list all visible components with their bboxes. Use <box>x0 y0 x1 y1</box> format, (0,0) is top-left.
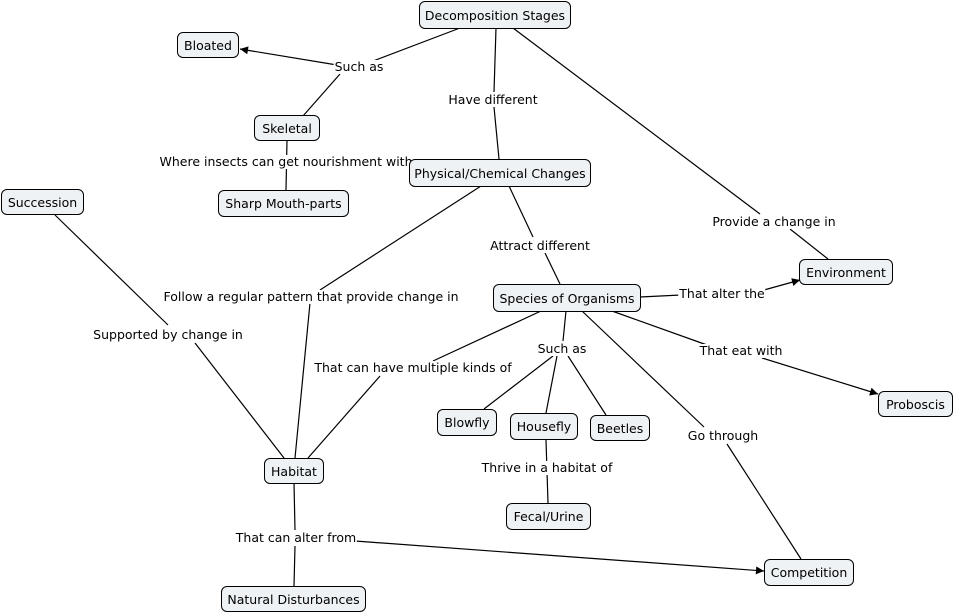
node-skeletal[interactable]: Skeletal <box>254 115 320 141</box>
edge-physical-follow <box>319 185 482 291</box>
edge-eat-proboscis <box>761 357 879 396</box>
node-beetles[interactable]: Beetles <box>590 415 650 441</box>
node-species-of-organisms[interactable]: Species of Organisms <box>493 284 641 312</box>
edge-suchas2-beetles <box>567 355 607 416</box>
edge-multiple-habitat <box>307 375 381 459</box>
link-provide-change: Provide a change in <box>711 214 837 229</box>
link-thrive: Thrive in a habitat of <box>480 460 614 475</box>
node-natural-disturbances[interactable]: Natural Disturbances <box>221 586 366 612</box>
link-follow-pattern: Follow a regular pattern that provide ch… <box>162 289 460 304</box>
edge-gothrough-competition <box>726 443 802 560</box>
edge-suchas-skeletal <box>302 73 341 117</box>
node-housefly[interactable]: Housefly <box>510 413 578 440</box>
edge-havediff-physical <box>493 106 500 160</box>
edge-follow-habitat <box>294 302 311 459</box>
edge-decomp-provide <box>512 27 761 215</box>
edge-provide-environment <box>789 228 829 260</box>
node-decomposition-stages[interactable]: Decomposition Stages <box>419 1 571 29</box>
node-succession[interactable]: Succession <box>1 189 84 215</box>
edge-attract-species <box>544 252 561 285</box>
link-alter-from: That can alter from <box>234 530 358 545</box>
node-sharp-mouth-parts[interactable]: Sharp Mouth-parts <box>218 190 349 217</box>
link-where-insects: Where insects can get nourishment with <box>158 154 414 169</box>
link-that-eat-with: That eat with <box>698 343 784 358</box>
link-such-as-2: Such as <box>536 341 588 356</box>
edge-suchas-bloated <box>239 46 338 66</box>
edge-alter-environment <box>763 278 801 291</box>
edge-alterfrom-competition <box>354 540 765 575</box>
edge-supported-habitat <box>194 342 285 459</box>
edge-species-suchas2 <box>562 310 567 342</box>
edge-species-eat <box>611 310 708 346</box>
link-have-different: Have different <box>447 92 539 107</box>
node-fecal-urine[interactable]: Fecal/Urine <box>506 503 591 530</box>
edge-suchas2-housefly <box>545 355 558 414</box>
node-competition[interactable]: Competition <box>764 559 854 586</box>
edge-species-multiple <box>432 310 542 362</box>
link-supported-by: Supported by change in <box>92 327 244 342</box>
node-habitat[interactable]: Habitat <box>264 458 324 484</box>
node-blowfly[interactable]: Blowfly <box>437 409 497 436</box>
edge-alterfrom-natural <box>293 545 296 587</box>
link-such-as-1: Such as <box>333 59 385 74</box>
edge-decomp-suchas <box>359 27 461 67</box>
link-attract-different: Attract different <box>489 238 591 253</box>
node-environment[interactable]: Environment <box>799 259 893 285</box>
edge-physical-attract <box>508 185 534 238</box>
link-multiple-kinds: That can have multiple kinds of <box>313 360 513 375</box>
edge-succession-supported <box>54 214 169 326</box>
edge-species-alter <box>639 294 682 298</box>
link-that-alter-the: That alter the <box>678 286 766 301</box>
link-go-through: Go through <box>686 428 760 443</box>
edge-species-gothrough <box>581 310 705 428</box>
edge-suchas2-blowfly <box>483 355 554 410</box>
node-physical-chemical-changes[interactable]: Physical/Chemical Changes <box>409 159 591 187</box>
node-bloated[interactable]: Bloated <box>177 32 239 58</box>
edge-habitat-alterfrom <box>293 482 296 531</box>
node-proboscis[interactable]: Proboscis <box>878 391 953 417</box>
edge-decomp-havediff <box>493 27 497 93</box>
